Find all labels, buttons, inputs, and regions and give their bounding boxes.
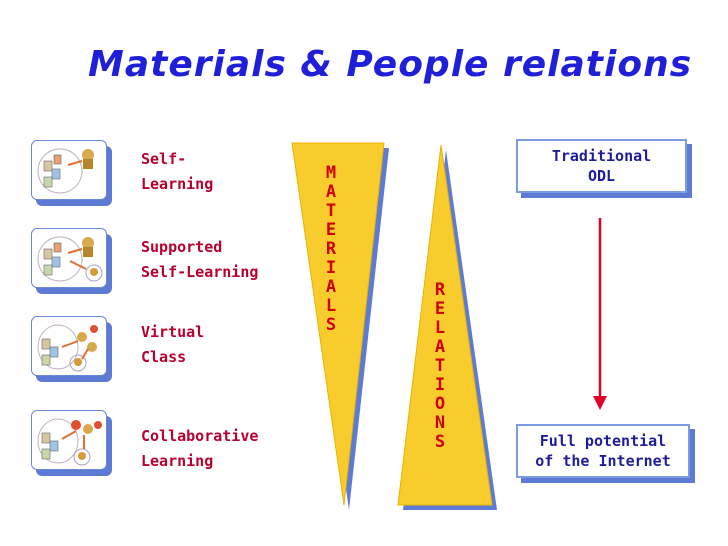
materials-letter: E [325, 220, 337, 240]
relations-letter: N [434, 413, 446, 433]
materials-vertical-text: M A T E R I A L S [321, 164, 341, 335]
self-learning-icon [31, 140, 112, 206]
relations-letter: O [434, 394, 446, 414]
mode-label-supported-self-learning: Supported Self-Learning [141, 238, 259, 281]
page-title: Materials & People relations [88, 44, 693, 85]
relations-letter: T [434, 356, 446, 376]
materials-letter: S [325, 315, 337, 335]
relations-triangle [397, 144, 493, 506]
relations-letter: L [434, 318, 446, 338]
materials-letter: I [325, 258, 337, 278]
materials-triangle [291, 142, 385, 506]
mode-label-self-learning: Self- Learning [141, 150, 214, 193]
materials-letter: T [325, 201, 337, 221]
relations-letter: E [434, 299, 446, 319]
relations-letter: I [434, 375, 446, 395]
progression-arrow-head [593, 396, 607, 410]
mode-label-collaborative-learning: Collaborative Learning [141, 427, 259, 470]
full-potential-box: Full potential of the Internet [516, 424, 695, 483]
materials-letter: A [325, 182, 337, 202]
supported-self-learning-icon [31, 228, 112, 294]
traditional-odl-label: Traditional ODL [516, 139, 687, 193]
materials-letter: A [325, 277, 337, 297]
full-potential-label: Full potential of the Internet [516, 424, 690, 478]
mode-label-virtual-class: Virtual Class [141, 323, 205, 366]
relations-letter: R [434, 280, 446, 300]
traditional-odl-box: Traditional ODL [516, 139, 692, 198]
materials-letter: M [325, 163, 337, 183]
relations-letter: A [434, 337, 446, 357]
relations-letter: S [434, 432, 446, 452]
materials-letter: L [325, 296, 337, 316]
collaborative-learning-icon [31, 410, 112, 476]
materials-letter: R [325, 239, 337, 259]
relations-vertical-text: R E L A T I O N S [430, 281, 450, 452]
virtual-class-icon [31, 316, 112, 382]
